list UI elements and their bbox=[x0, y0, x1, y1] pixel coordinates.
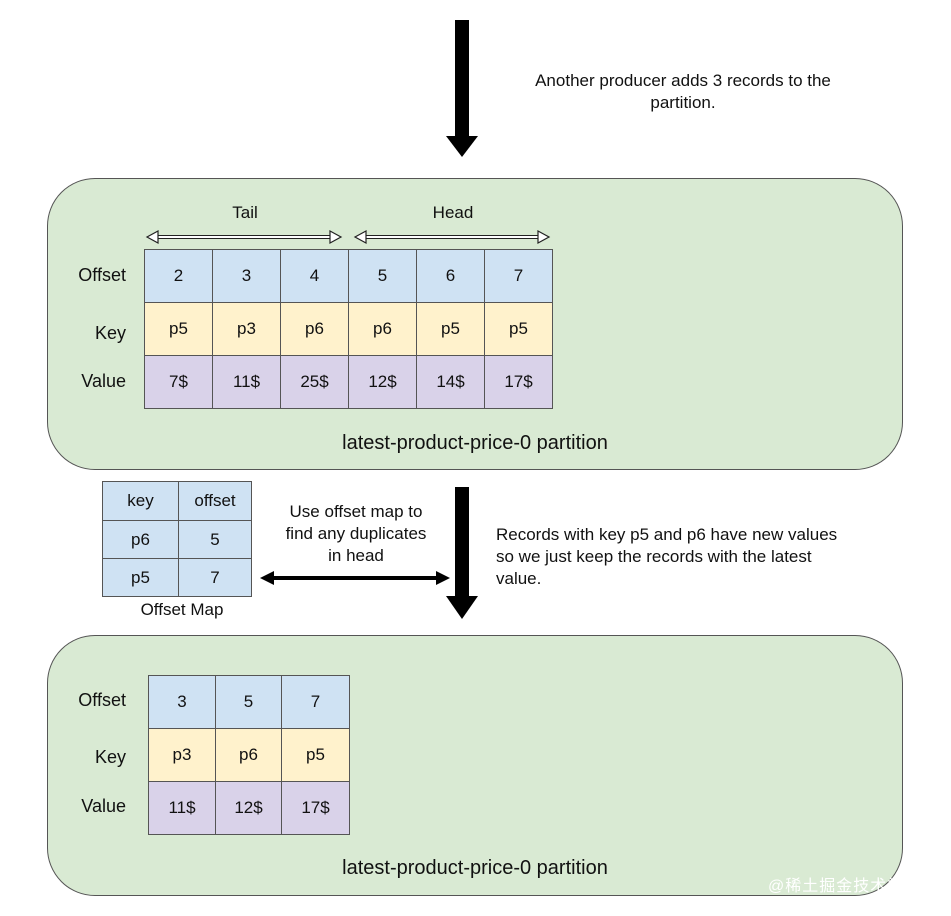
key-row: p5 p3 p6 p6 p5 p5 bbox=[144, 302, 553, 356]
partition-1-label: latest-product-price-0 partition bbox=[342, 432, 608, 454]
offset-cell: 7 bbox=[281, 675, 350, 729]
key-cell: p5 bbox=[484, 302, 553, 356]
offset-cell: 5 bbox=[348, 249, 417, 303]
offset-cell: 6 bbox=[416, 249, 485, 303]
offset-cell: 2 bbox=[144, 249, 213, 303]
note-top-line-2: partition. bbox=[650, 93, 716, 112]
key-cell: p6 bbox=[348, 302, 417, 356]
note-middle: Use offset map to find any duplicates in… bbox=[266, 501, 446, 567]
key-cell: p5 bbox=[144, 302, 213, 356]
value-cell: 11$ bbox=[212, 355, 281, 409]
row-label-key: Key bbox=[94, 747, 126, 767]
key-row: p3 p6 p5 bbox=[148, 728, 350, 782]
value-row: 7$ 11$ 25$ 12$ 14$ 17$ bbox=[144, 355, 553, 409]
note-right-line-3: value. bbox=[496, 569, 542, 588]
offset-map-key-cell: p5 bbox=[102, 558, 179, 597]
offset-cell: 3 bbox=[148, 675, 216, 729]
note-right-line-2: so we just keep the records with the lat… bbox=[496, 547, 812, 566]
value-cell: 12$ bbox=[348, 355, 417, 409]
offset-map-offset-cell: 7 bbox=[178, 558, 252, 597]
offset-row: 2 3 4 5 6 7 bbox=[144, 249, 553, 303]
note-middle-line-3: in head bbox=[328, 546, 384, 565]
partition-1-table: 2 3 4 5 6 7 p5 p3 p6 p6 p5 p5 7$ 11$ 25$… bbox=[144, 249, 553, 409]
note-middle-line-2: find any duplicates bbox=[285, 524, 427, 543]
key-cell: p6 bbox=[280, 302, 349, 356]
key-cell: p6 bbox=[215, 728, 282, 782]
row-label-offset: Offset bbox=[78, 690, 126, 710]
note-middle-line-1: Use offset map to bbox=[289, 502, 423, 521]
row-label-offset: Offset bbox=[78, 265, 126, 285]
tail-head-range-arrows bbox=[145, 229, 551, 245]
key-cell: p5 bbox=[416, 302, 485, 356]
key-cell: p3 bbox=[212, 302, 281, 356]
double-arrow-icon bbox=[260, 571, 450, 585]
value-cell: 12$ bbox=[215, 781, 282, 835]
offset-map-offset-cell: 5 bbox=[178, 520, 252, 559]
note-top: Another producer adds 3 records to the p… bbox=[500, 70, 866, 114]
offset-map-header-offset: offset bbox=[178, 481, 252, 521]
value-cell: 11$ bbox=[148, 781, 216, 835]
offset-cell: 4 bbox=[280, 249, 349, 303]
offset-map-header-row: key offset bbox=[102, 481, 252, 521]
offset-map-table: key offset p6 5 p5 7 bbox=[102, 481, 252, 597]
value-cell: 7$ bbox=[144, 355, 213, 409]
tail-label: Tail bbox=[232, 203, 258, 222]
offset-cell: 3 bbox=[212, 249, 281, 303]
row-label-value: Value bbox=[81, 371, 126, 391]
partition-2-label: latest-product-price-0 partition bbox=[342, 857, 608, 879]
key-cell: p5 bbox=[281, 728, 350, 782]
partition-2-table: 3 5 7 p3 p6 p5 11$ 12$ 17$ bbox=[148, 675, 350, 835]
value-cell: 25$ bbox=[280, 355, 349, 409]
value-cell: 14$ bbox=[416, 355, 485, 409]
value-cell: 17$ bbox=[484, 355, 553, 409]
head-range-arrow-icon bbox=[353, 229, 551, 245]
down-arrow-top-icon bbox=[446, 20, 478, 157]
row-label-value: Value bbox=[81, 796, 126, 816]
down-arrow-middle-icon bbox=[446, 487, 478, 619]
offset-map-row: p5 7 bbox=[102, 558, 252, 597]
row-label-key: Key bbox=[94, 323, 126, 343]
offset-map-caption: Offset Map bbox=[140, 600, 224, 619]
note-right-line-1: Records with key p5 and p6 have new valu… bbox=[496, 525, 838, 544]
watermark: @稀土掘金技术社区 bbox=[768, 878, 922, 895]
value-cell: 17$ bbox=[281, 781, 350, 835]
key-cell: p3 bbox=[148, 728, 216, 782]
note-top-line-1: Another producer adds 3 records to the bbox=[535, 71, 831, 90]
offset-cell: 7 bbox=[484, 249, 553, 303]
note-right: Records with key p5 and p6 have new valu… bbox=[496, 524, 896, 590]
tail-range-arrow-icon bbox=[145, 229, 343, 245]
offset-row: 3 5 7 bbox=[148, 675, 350, 729]
offset-map-row: p6 5 bbox=[102, 520, 252, 559]
offset-map-key-cell: p6 bbox=[102, 520, 179, 559]
value-row: 11$ 12$ 17$ bbox=[148, 781, 350, 835]
offset-cell: 5 bbox=[215, 675, 282, 729]
head-label: Head bbox=[432, 203, 474, 222]
offset-map-header-key: key bbox=[102, 481, 179, 521]
